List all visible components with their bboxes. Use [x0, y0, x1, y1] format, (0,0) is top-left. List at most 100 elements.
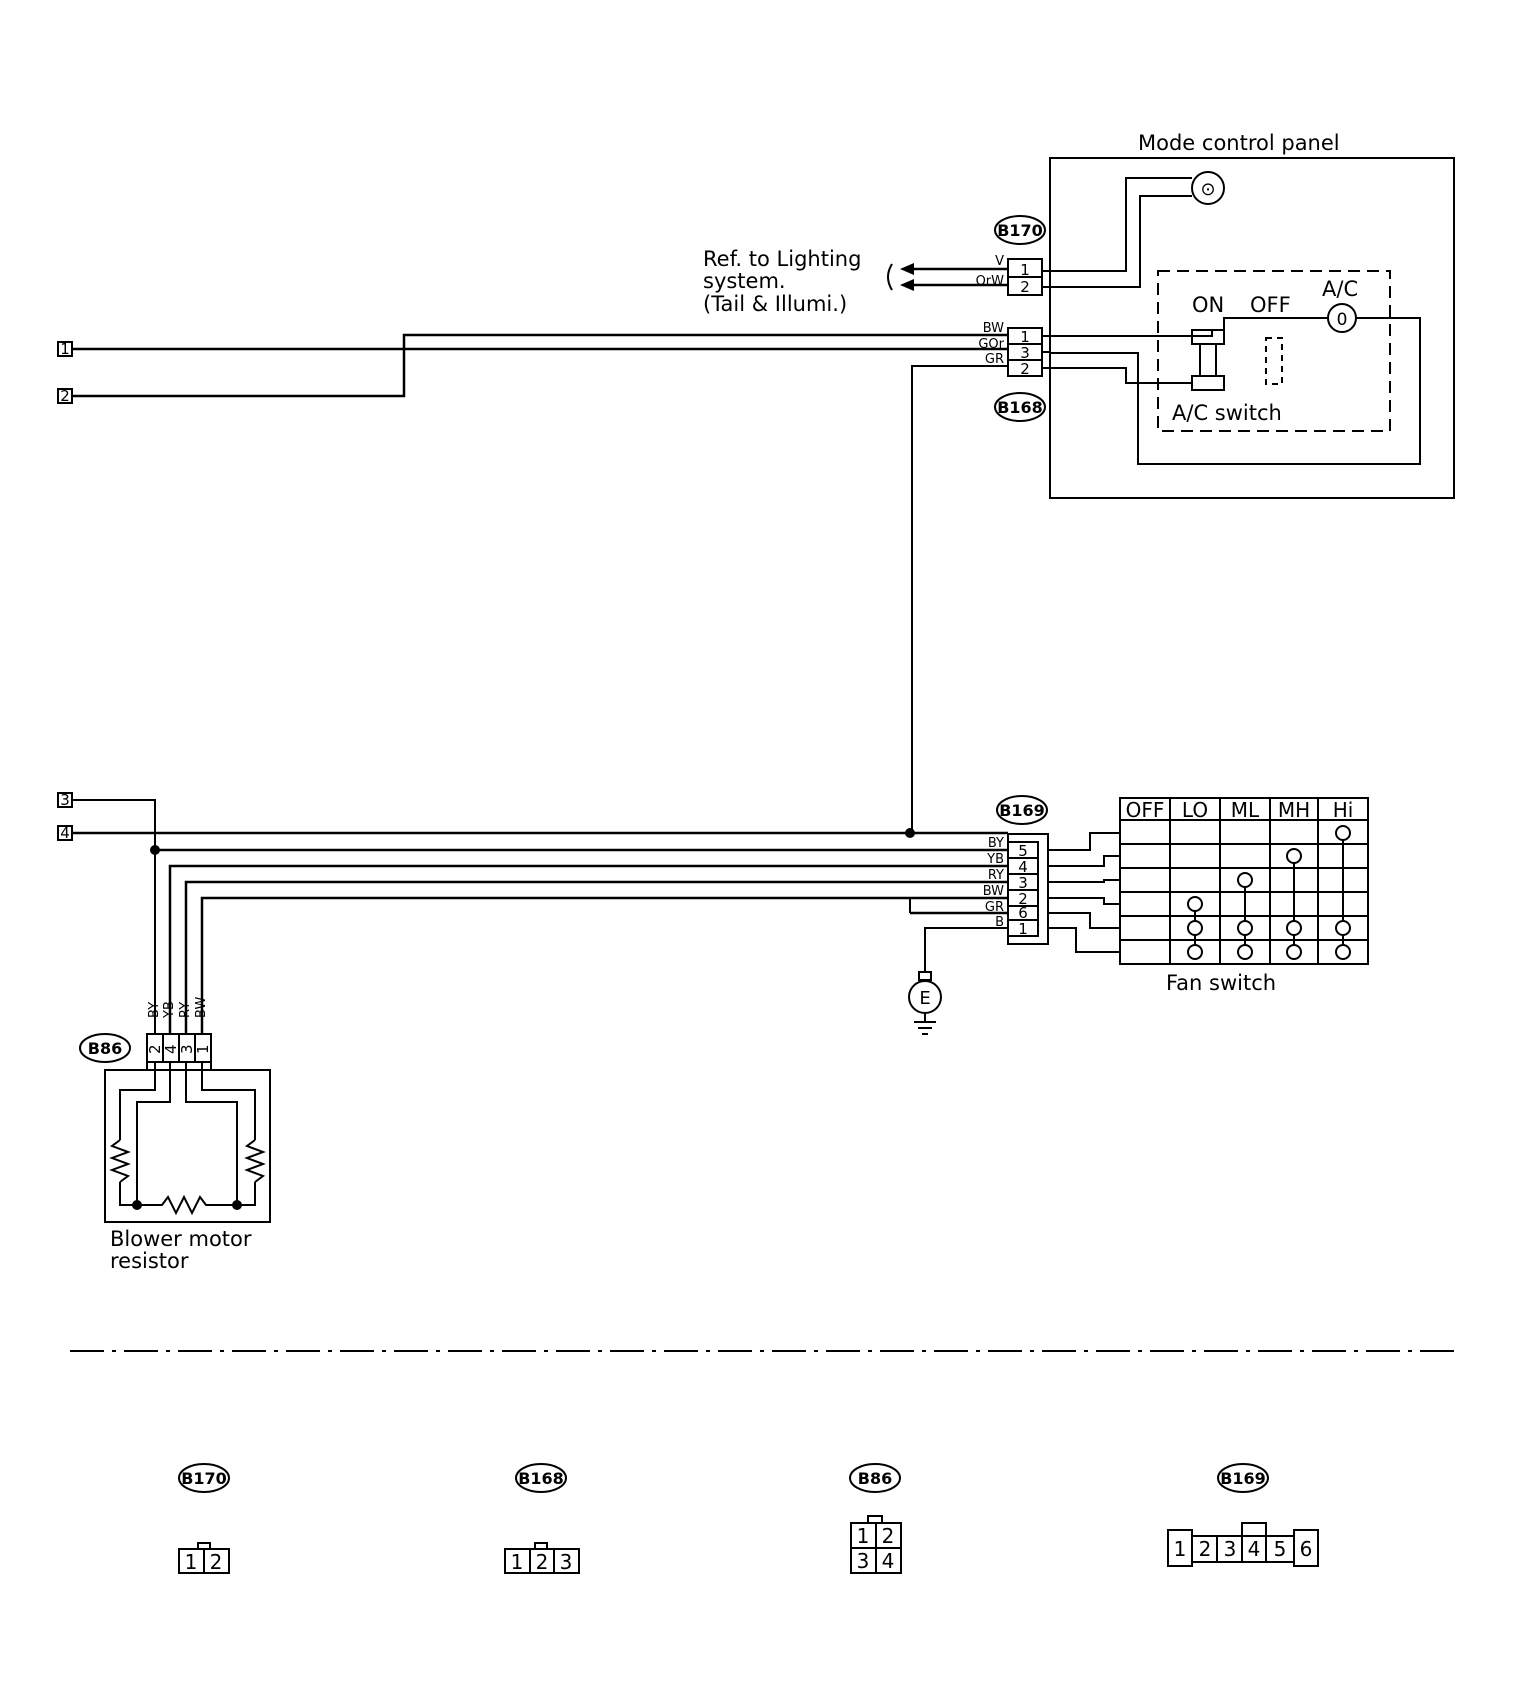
b86-pin: 2	[146, 1044, 164, 1054]
ac-switch-off-position	[1265, 337, 1283, 385]
wire-gr-vertical	[911, 365, 1008, 834]
lighting-reference: Ref. to Lighting system. (Tail & Illumi.…	[703, 247, 861, 316]
resistor-zigzag-icon	[137, 1194, 237, 1216]
connector-view-pin: 1	[185, 1550, 198, 1574]
connector-view-tag	[178, 1463, 230, 1493]
connector-view-pin: 2	[536, 1550, 549, 1574]
b168-wire-code: BW	[983, 321, 1004, 336]
b169-pin: 6	[1018, 904, 1028, 922]
b169-pin: 3	[1018, 874, 1028, 892]
fan-lead	[1048, 832, 1120, 851]
connector-view-tag-text: B168	[518, 1469, 564, 1488]
wire-b-ground	[924, 927, 1008, 972]
connector-tag-b169-text: B169	[999, 801, 1045, 820]
connector-view-tag-text: B169	[1220, 1469, 1266, 1488]
connector-view-pin: 6	[1300, 1537, 1313, 1561]
wire-offpage-3	[72, 799, 156, 1034]
connector-tag-b86-text: B86	[88, 1039, 122, 1058]
arrow-icon	[900, 279, 914, 291]
b169-pin: 1	[1018, 920, 1028, 938]
resistor-wire	[136, 1062, 171, 1205]
mode-panel-title: Mode control panel	[1138, 131, 1340, 155]
b86-pin: 1	[194, 1044, 212, 1054]
resistor-housing	[104, 1069, 271, 1223]
connector-view-pin: 4	[882, 1549, 895, 1573]
lower-wiring: 3 4 E	[57, 791, 1008, 1035]
resistor-zigzag-icon	[109, 1139, 131, 1183]
fan-position-header: LO	[1182, 798, 1208, 822]
ac-wire-gor	[1050, 317, 1421, 465]
contact-icon	[1335, 920, 1351, 936]
b169-wire-code: YB	[986, 852, 1004, 867]
contact-icon	[1286, 848, 1302, 864]
ac-on-label: ON	[1192, 293, 1224, 317]
wire-ry	[184, 880, 1008, 1034]
b169-wire-code: GR	[985, 900, 1004, 915]
connector-b170: B170 1 2 V OrW	[887, 215, 1050, 296]
offpage-ref: 3	[60, 791, 70, 809]
lighting-ref-line2: system.	[703, 269, 786, 293]
connector-view-pin: 3	[857, 1549, 870, 1573]
fan-position-header: Hi	[1333, 798, 1354, 822]
b169-wire-code: RY	[988, 868, 1004, 883]
ac-wire-bw	[1050, 330, 1213, 337]
lamp-wire-2	[1050, 195, 1192, 288]
contact-icon	[1286, 920, 1302, 936]
connector-view-pin: 4	[1248, 1537, 1261, 1561]
b168-pin: 1	[1020, 328, 1030, 346]
b169-wire-code: BY	[988, 836, 1004, 851]
blower-resistor-label-1: Blower motor	[110, 1227, 252, 1251]
fan-switch-label: Fan switch	[1166, 971, 1276, 995]
ac-switch-label: A/C switch	[1172, 401, 1282, 425]
contact-icon	[1237, 920, 1253, 936]
wire-yb	[168, 864, 1008, 1034]
b168-pin: 2	[1020, 360, 1030, 378]
lamp-symbol: ⊙	[1200, 179, 1215, 200]
offpage-wires-top: 1 2	[57, 333, 1008, 834]
connector-view-pin: 2	[1199, 1537, 1212, 1561]
connector-view-pin: 3	[1224, 1537, 1237, 1561]
b86-wire-code: BW	[194, 997, 209, 1018]
connector-view-pin: 2	[882, 1524, 895, 1548]
connector-view-pin: 1	[1174, 1537, 1187, 1561]
lamp-wire-1	[1050, 177, 1192, 272]
ac-switch-blade	[1199, 343, 1217, 377]
connector-b168-body	[1007, 327, 1043, 377]
connector-view-tag	[849, 1463, 901, 1493]
connector-b169: B169 5 4 3 2 6 1 BY YB RY BW GR B	[983, 795, 1120, 953]
connector-tag-b169	[996, 795, 1048, 825]
lighting-ref-line1: Ref. to Lighting	[703, 247, 861, 271]
illumination-lamp-icon	[1191, 171, 1225, 205]
contact-icon	[1237, 872, 1253, 888]
connector-tag-b168	[994, 392, 1046, 422]
b169-pin: 2	[1018, 890, 1028, 908]
contact-icon	[1237, 944, 1253, 960]
contact-icon	[1187, 944, 1203, 960]
resistor-wire	[237, 1182, 256, 1206]
resistor-wire	[185, 1062, 238, 1205]
ac-switch-contact-bottom	[1191, 375, 1225, 391]
b86-wire-code: BY	[147, 1002, 162, 1018]
junction-dot	[905, 828, 915, 838]
connector-tag-b86	[79, 1033, 131, 1063]
junction-dot	[132, 1200, 142, 1210]
b170-pin: 2	[1020, 278, 1030, 296]
b170-wire-code: OrW	[976, 274, 1005, 289]
fan-lead	[1048, 912, 1120, 929]
ac-indicator-label: A/C	[1322, 277, 1358, 301]
fan-position-header: OFF	[1126, 798, 1165, 822]
contact-icon	[1335, 944, 1351, 960]
connector-tag-b168-text: B168	[997, 398, 1043, 417]
b169-pin: 4	[1018, 858, 1028, 876]
connector-view-pin: 1	[511, 1550, 524, 1574]
mode-control-panel: Mode control panel ⊙ ON OFF A/C A/C swit…	[1049, 131, 1455, 499]
b168-pin: 3	[1020, 344, 1030, 362]
ac-wire-gr	[1050, 367, 1192, 384]
ac-indicator-symbol: 0	[1337, 310, 1348, 330]
contact-icon	[1187, 896, 1203, 912]
connector-view-pin: 2	[210, 1550, 223, 1574]
resistor-wire	[201, 1062, 256, 1140]
resistor-wire	[119, 1182, 137, 1206]
blower-resistor-label-2: resistor	[110, 1249, 189, 1273]
